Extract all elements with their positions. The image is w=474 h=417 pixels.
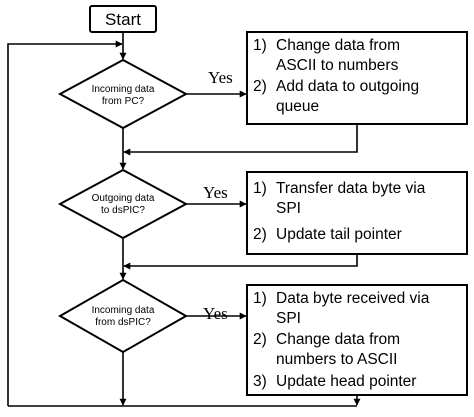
action-1-step-1-num: 1) [253, 37, 267, 54]
yes-label-1: Yes [208, 68, 233, 87]
action-3-step-2-num: 2) [253, 331, 267, 348]
decision-3-line2: from dsPIC? [95, 317, 151, 328]
action-1-step-2-num: 2) [253, 78, 267, 95]
action-3-step-2-line-1: Change data from [276, 331, 400, 348]
decision-2-line1: Outgoing data [92, 193, 155, 204]
connector-action-2-return [123, 254, 358, 270]
connector-loop-entry [7, 40, 123, 406]
action-3-step-3-num: 3) [253, 373, 267, 390]
decision-2-line2: to dsPIC? [101, 205, 145, 216]
action-3-step-1-line-1: Data byte received via [276, 290, 430, 307]
action-2-step-1-line-2: SPI [276, 200, 301, 217]
action-2-step-2-line-1: Update tail pointer [276, 226, 402, 243]
action-3-step-2-line-2: numbers to ASCII [276, 351, 397, 368]
action-box-1 [246, 31, 468, 125]
action-2-step-2-num: 2) [253, 226, 267, 243]
action-1-step-2-line-2: queue [276, 98, 319, 115]
action-box-2 [246, 171, 468, 255]
action-3-step-3-line-1: Update head pointer [276, 373, 416, 390]
connector-action-1-return [123, 124, 358, 156]
decision-1-line2: from PC? [102, 96, 145, 107]
action-3-step-1-line-2: SPI [276, 310, 301, 327]
action-2-step-1-line-1: Transfer data byte via [276, 180, 426, 197]
action-1-step-1-line-2: ASCII to numbers [276, 57, 399, 74]
decision-3-line1: Incoming data [92, 305, 155, 316]
action-3-step-1-num: 1) [253, 290, 267, 307]
action-1-step-1-line-1: Change data from [276, 37, 400, 54]
decision-incoming-dspic [57, 278, 189, 354]
action-1-step-2-line-1: Add data to outgoing [276, 78, 419, 95]
action-2-step-1-num: 1) [253, 180, 267, 197]
decision-outgoing-dspic [57, 168, 189, 240]
start-label: Start [105, 10, 141, 29]
yes-label-2: Yes [203, 183, 228, 202]
yes-label-3: Yes [203, 304, 228, 323]
decision-1-line1: Incoming data [92, 84, 155, 95]
action-box-3 [246, 284, 468, 396]
